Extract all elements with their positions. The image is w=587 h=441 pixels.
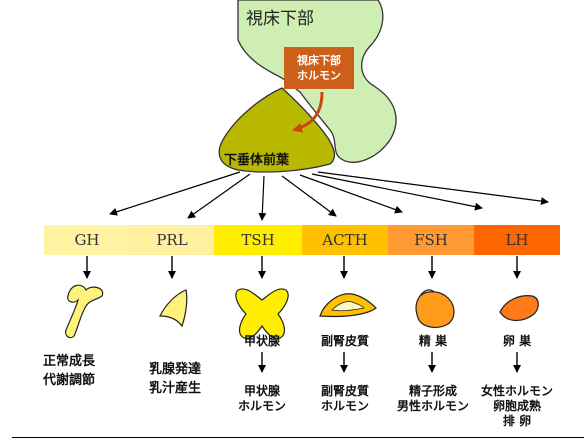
- hypothalamic-hormone-box: 視床下部 ホルモン: [284, 47, 354, 89]
- hormone-release-arrow: [292, 91, 324, 133]
- effect-prl: 乳腺発達 乳汁産生: [130, 360, 220, 398]
- effect-line: 女性ホルモン: [480, 384, 553, 398]
- adrenal-medulla-shape: [331, 301, 365, 312]
- effect-arrows: [258, 352, 521, 373]
- effect-line: ホルモン: [320, 399, 369, 413]
- organ-label-thyroid: 甲状腺: [243, 334, 280, 348]
- effect-line: 男性ホルモン: [396, 399, 469, 413]
- hormone-name: PRL: [156, 231, 188, 249]
- hypothalamic-hormone-line1: 視床下部: [297, 54, 341, 67]
- effect-fsh: 精子形成 男性ホルモン: [392, 384, 474, 414]
- hormone-name: ACTH: [322, 231, 368, 249]
- effect-line: 正常成長: [42, 354, 95, 369]
- effect-line: 乳汁産生: [148, 381, 201, 396]
- hormone-box-gh: GH: [44, 225, 130, 255]
- effect-acth: 副腎皮質 ホルモン: [310, 384, 380, 414]
- effect-line: 甲状腺: [243, 384, 280, 398]
- anterior-pituitary-shape: [218, 87, 336, 173]
- hypothalamic-hormone-line2: ホルモン: [297, 69, 341, 82]
- effect-line: 卵胞成熟: [492, 399, 541, 413]
- organ-label-testis: 精 巣: [418, 334, 448, 348]
- hormone-name: TSH: [241, 231, 275, 249]
- effect-line: 精子形成: [408, 384, 457, 398]
- hormone-name: LH: [505, 231, 529, 249]
- testis-duct-shape: [419, 289, 435, 297]
- testis-shape: [415, 291, 455, 328]
- anterior-pituitary-label: 下垂体前葉: [224, 153, 290, 168]
- effect-gh: 正常成長 代謝調節: [24, 352, 114, 390]
- hormone-box-fsh: FSH: [388, 225, 474, 255]
- effect-line: ホルモン: [237, 399, 286, 413]
- thyroid-shape: [235, 288, 289, 339]
- effect-line: 乳腺発達: [148, 362, 201, 377]
- hormone-name: FSH: [414, 231, 448, 249]
- hormone-box-lh: LH: [474, 225, 560, 255]
- ovary-shape: [499, 295, 539, 322]
- hormone-box-prl: PRL: [130, 225, 214, 255]
- effect-lh: 女性ホルモン 卵胞成熟 排 卵: [474, 384, 560, 429]
- effect-tsh: 甲状腺 ホルモン: [226, 384, 298, 414]
- bottom-divider: [12, 437, 584, 438]
- organ-label-adrenal-cortex: 副腎皮質: [320, 334, 369, 348]
- hypothalamus-label: 視床下部: [246, 9, 314, 29]
- hormone-box-tsh: TSH: [214, 225, 302, 255]
- release-arrows: [109, 171, 549, 221]
- organ-label-ovary: 卵 巣: [502, 334, 532, 348]
- effect-line: 副腎皮質: [320, 384, 369, 398]
- target-arrows: [83, 256, 521, 279]
- effect-line: 排 卵: [502, 414, 532, 428]
- mammary-gland-shape: [159, 289, 188, 328]
- effect-line: 代謝調節: [42, 373, 95, 388]
- hormone-box-acth: ACTH: [302, 225, 388, 255]
- hormone-name: GH: [74, 231, 100, 249]
- bone-shape: [65, 284, 104, 339]
